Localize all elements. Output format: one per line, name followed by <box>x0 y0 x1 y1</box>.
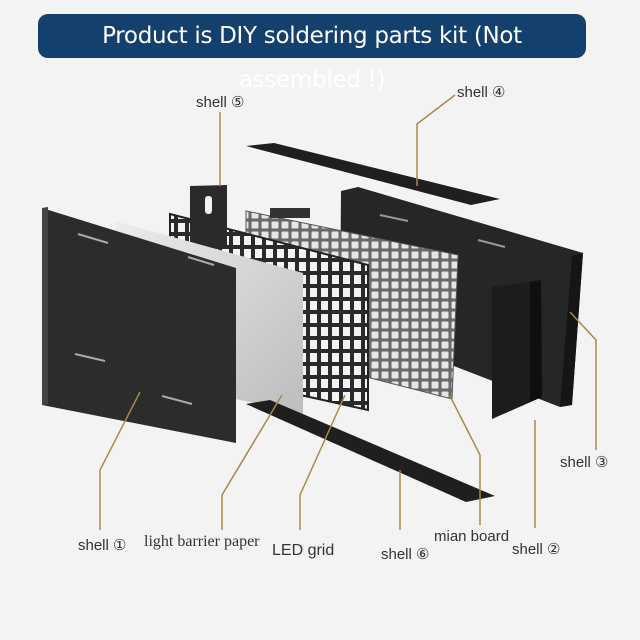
label-shell-4: shell ④ <box>457 84 506 101</box>
label-light-barrier-paper: light barrier paper <box>144 533 260 550</box>
label-shell-1: shell ① <box>78 537 127 554</box>
shell-6-plate <box>246 400 495 502</box>
main-board-connector <box>270 208 310 218</box>
label-shell-6: shell ⑥ <box>381 546 430 563</box>
shell-3-edge <box>560 253 583 407</box>
label-main-board: mian board <box>434 528 510 545</box>
leader-shell3 <box>569 311 597 450</box>
label-shell-3: shell ③ <box>560 454 609 471</box>
shell-4-plate <box>246 143 500 205</box>
leader-led-grid <box>299 394 346 530</box>
leader-lines <box>99 94 597 530</box>
leader-main-board <box>449 395 481 525</box>
leader-shell4 <box>416 94 456 186</box>
leader-light-barrier <box>221 394 283 530</box>
shell-1-panel <box>42 208 236 443</box>
leader-shell1 <box>99 391 141 530</box>
label-shell-5: shell ⑤ <box>196 94 245 111</box>
product-banner: Product is DIY soldering parts kit (Not … <box>38 14 586 93</box>
shell-2-end-piece <box>492 280 542 419</box>
shell-5-bracket <box>190 185 227 248</box>
label-shell-2: shell ② <box>512 541 561 558</box>
label-led-grid: LED grid <box>272 542 335 559</box>
